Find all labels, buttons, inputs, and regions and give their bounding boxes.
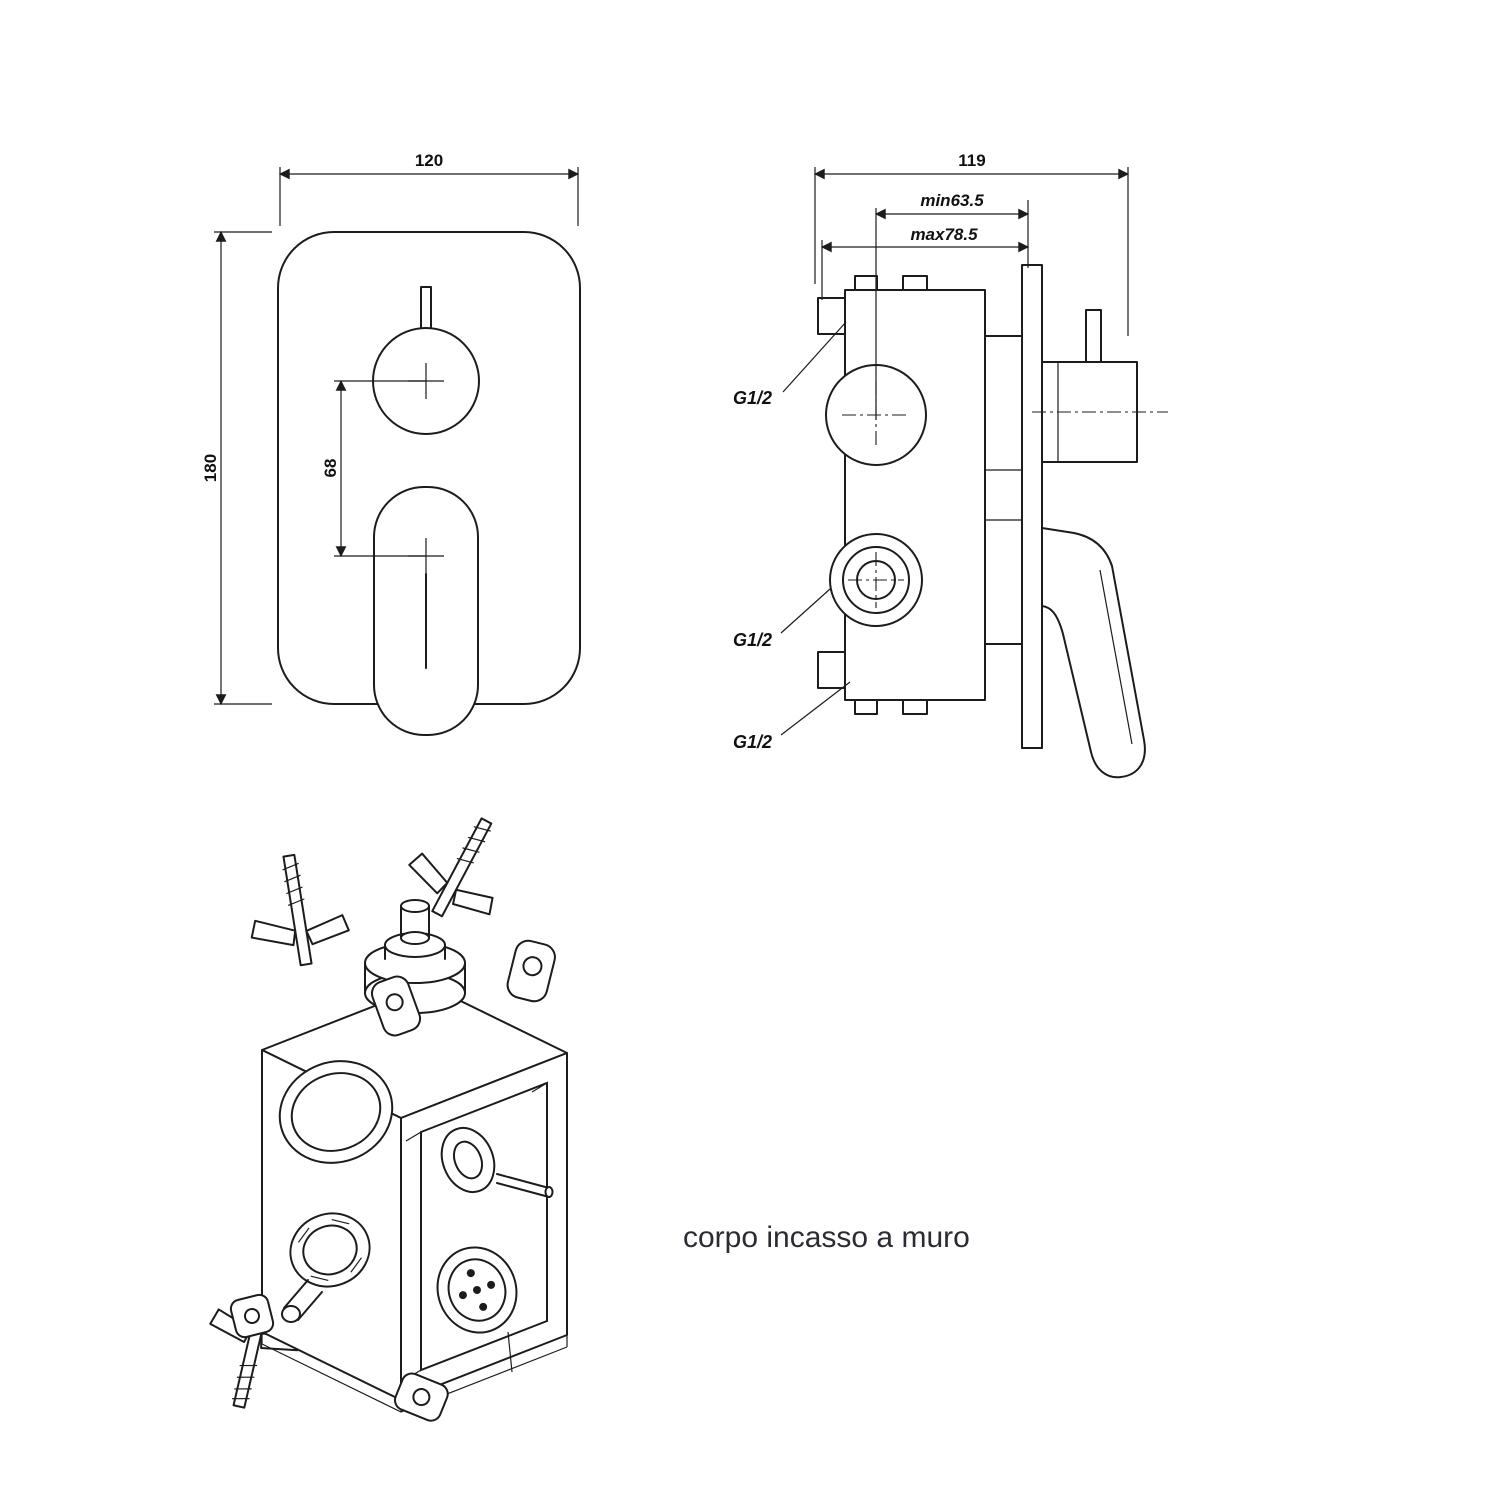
iso-box-shell [261,984,568,1413]
side-wall-plate [1021,264,1043,749]
side-view-drawing: 119 min63.5 max78.5 G1/2 G1/2 G1/2 [733,151,1168,779]
front-dim-width-label: 120 [415,151,443,170]
isometric-view-drawing [209,817,568,1422]
iso-top-fitting [364,899,466,1014]
side-dim-max: max78.5 [820,225,1030,300]
front-dim-width: 120 [278,151,580,226]
iso-stud-top-left [250,853,350,967]
connection-label-top: G1/2 [733,388,772,408]
side-dim-max-label: max78.5 [910,225,978,244]
connection-label-bottom: G1/2 [733,732,772,752]
iso-mounting-ears [229,939,556,1422]
side-lever-handle [1041,527,1146,779]
front-dim-center-distance: 68 [321,379,426,558]
front-view-drawing: 120 180 68 [201,151,581,736]
connection-label-middle: G1/2 [733,630,772,650]
side-knob [1032,309,1168,463]
iso-blanking-cap [278,1060,394,1164]
front-knob-stem [420,286,432,332]
side-dim-depth-label: 119 [958,151,985,170]
front-dim-center-distance-label: 68 [321,459,340,478]
side-dim-min: min63.5 [874,191,1030,420]
side-dim-min-label: min63.5 [920,191,984,210]
iso-stud-top-right [408,817,494,918]
front-dim-height-label: 180 [201,454,220,482]
side-connection-callouts: G1/2 G1/2 G1/2 [733,321,851,752]
side-valve-body [817,275,986,715]
caption-text: corpo incasso a muro [683,1221,970,1254]
side-lower-port [829,533,923,627]
iso-hex-plug [281,1212,371,1323]
iso-diverter-face [436,1246,518,1334]
front-dim-height: 180 [201,230,272,706]
iso-cartridge-pin [496,1173,550,1198]
iso-interior-details [436,1127,554,1373]
side-dim-depth: 119 [813,151,1130,336]
side-cartridge-housing [984,335,1023,645]
